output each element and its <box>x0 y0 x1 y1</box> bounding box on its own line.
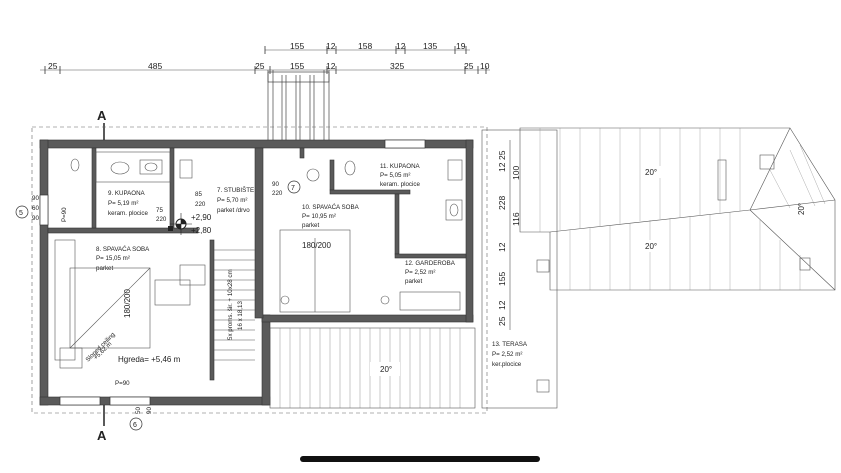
bed-8-size: 180/200 <box>123 289 132 318</box>
room-8-area: P= 15,05 m² <box>96 255 130 262</box>
dim-top1-135: 135 <box>423 41 437 51</box>
dim-top1-155: 155 <box>290 41 304 51</box>
home-indicator[interactable] <box>300 456 540 462</box>
dim-top2-25b: 25 <box>255 61 265 71</box>
rdim-100: 100 <box>511 166 521 180</box>
door-220c: 220 <box>272 190 283 197</box>
room-8-bedroom: 8. SPAVAĆA SOBA P= 15,05 m² parket 180/2… <box>54 207 206 387</box>
dim-top2-485: 485 <box>148 61 162 71</box>
dim-top1-12b: 12 <box>396 41 406 51</box>
room-12-wardrobe: 12. GARDEROBA P= 2,52 m² parket <box>399 260 461 311</box>
room-10-bedroom: 90 220 7 10. SPAVAĆA SOBA P= 10,95 m² pa… <box>272 168 390 313</box>
rdim-25a: 25 <box>497 150 507 160</box>
dim-top2-25c: 25 <box>464 61 474 71</box>
room-11-area: P= 5,05 m² <box>380 172 410 179</box>
bottom-axis: 6 50 90 <box>129 407 153 431</box>
axis-6-label: 6 <box>133 422 137 429</box>
door-90: 90 <box>272 181 279 188</box>
room-7-name: 7. STUBIŠTE <box>217 187 254 194</box>
section-mark-top: A <box>97 108 107 123</box>
dim-top2-155: 155 <box>290 61 304 71</box>
top-dimension-lines: 155 12 158 12 135 19 25 485 25 155 12 32… <box>40 41 490 74</box>
axis-7-circle <box>287 180 301 194</box>
door-85: 85 <box>195 191 202 198</box>
hip-roof: 20° 20° 20° <box>519 127 836 291</box>
room-10-name: 10. SPAVAĆA SOBA <box>302 204 360 211</box>
windows <box>39 139 426 406</box>
roof-slope-lower: 20° <box>645 242 657 251</box>
door-75: 75 <box>156 207 163 214</box>
terrace: 13. TERASA P= 2,52 m² ker.plocice <box>481 129 558 409</box>
room-11-name: 11. KUPAONA <box>380 163 421 170</box>
section-mark-bottom: A <box>97 428 107 443</box>
room-7-stairs: 7. STUBIŠTE P= 5,70 m² parket /drvo 85 2… <box>195 187 255 361</box>
axis-5-label: 5 <box>19 210 23 217</box>
left-dim-90: 90 <box>32 215 39 222</box>
bed-10-size: 180/200 <box>302 241 331 250</box>
room-10-area: P= 10,95 m² <box>302 213 336 220</box>
room-9-floor: keram. plocice <box>108 210 148 217</box>
rdim-155: 155 <box>497 272 507 286</box>
p90-left: P=90 <box>61 207 68 222</box>
bottom-dim-90: 90 <box>146 407 153 414</box>
door-220a: 220 <box>195 201 206 208</box>
room-7-floor: parket /drvo <box>217 207 250 214</box>
left-axis: 5 60 90 90 <box>15 195 39 222</box>
right-dimension-chain: 25 12 100 228 116 12 155 12 25 <box>497 140 521 330</box>
level-280: +2,80 <box>191 226 212 235</box>
bed-8 <box>69 267 151 349</box>
room-11-floor: keram. plocice <box>380 181 420 188</box>
dim-top2-25a: 25 <box>48 61 58 71</box>
stairs-label-2: 16 x 18,13 <box>237 301 244 330</box>
roof-slope-upper: 20° <box>645 168 657 177</box>
rdim-12b: 12 <box>497 242 507 252</box>
room-9-bathroom: 9. KUPAONA P= 5,19 m² keram. plocice 75 … <box>70 151 193 223</box>
room-13-name: 13. TERASA <box>492 341 528 348</box>
room-11-bathroom: 11. KUPAONA P= 5,05 m² keram. plocice <box>344 159 463 221</box>
stairs-label: 5x proms. šir. + 10x28 cm <box>227 269 234 340</box>
rdim-12a: 12 <box>497 162 507 172</box>
left-dim-90b: 90 <box>32 195 39 202</box>
room-7-area: P= 5,70 m² <box>217 197 247 204</box>
room-13-floor: ker.plocice <box>492 361 522 368</box>
vertical-mullions <box>267 70 330 140</box>
hgreda: Hgreda= +5,46 m <box>118 355 181 364</box>
rdim-25b: 25 <box>497 316 507 326</box>
level-marker: +2,90 +2,80 <box>168 213 212 235</box>
rdim-228: 228 <box>497 196 507 210</box>
room-8-floor: parket <box>96 265 113 272</box>
rdim-12c: 12 <box>497 300 507 310</box>
roof-outline <box>31 126 488 414</box>
dim-top1-19: 19 <box>456 41 466 51</box>
dim-top2-325: 325 <box>390 61 404 71</box>
p90-bottom: P=90 <box>115 380 130 387</box>
dim-top2-10: 10 <box>480 61 490 71</box>
room-9-name: 9. KUPAONA <box>108 190 146 197</box>
axis-7-label: 7 <box>291 185 295 192</box>
room-8-name: 8. SPAVAĆA SOBA <box>96 246 150 253</box>
dim-top1-158: 158 <box>358 41 372 51</box>
lower-roof: 20° <box>269 327 476 409</box>
room-12-name: 12. GARDEROBA <box>405 260 456 267</box>
dim-top1-12a: 12 <box>326 41 336 51</box>
main-walls <box>39 139 474 406</box>
dim-top2-12: 12 <box>326 61 336 71</box>
rdim-116: 116 <box>511 212 521 226</box>
roof-slope-side: 20° <box>797 203 806 215</box>
left-dim-60: 60 <box>32 205 39 212</box>
bottom-dim-50: 50 <box>135 407 142 414</box>
room-9-area: P= 5,19 m² <box>108 200 138 207</box>
roof-slope-bottom: 20° <box>380 365 392 374</box>
room-12-area: P= 2,52 m² <box>405 269 435 276</box>
level-290: +2,90 <box>191 213 212 222</box>
room-12-floor: parket <box>405 278 422 285</box>
room-10-floor: parket <box>302 222 319 229</box>
door-220b: 220 <box>156 216 167 223</box>
room-13-area: P= 2,52 m² <box>492 351 522 358</box>
